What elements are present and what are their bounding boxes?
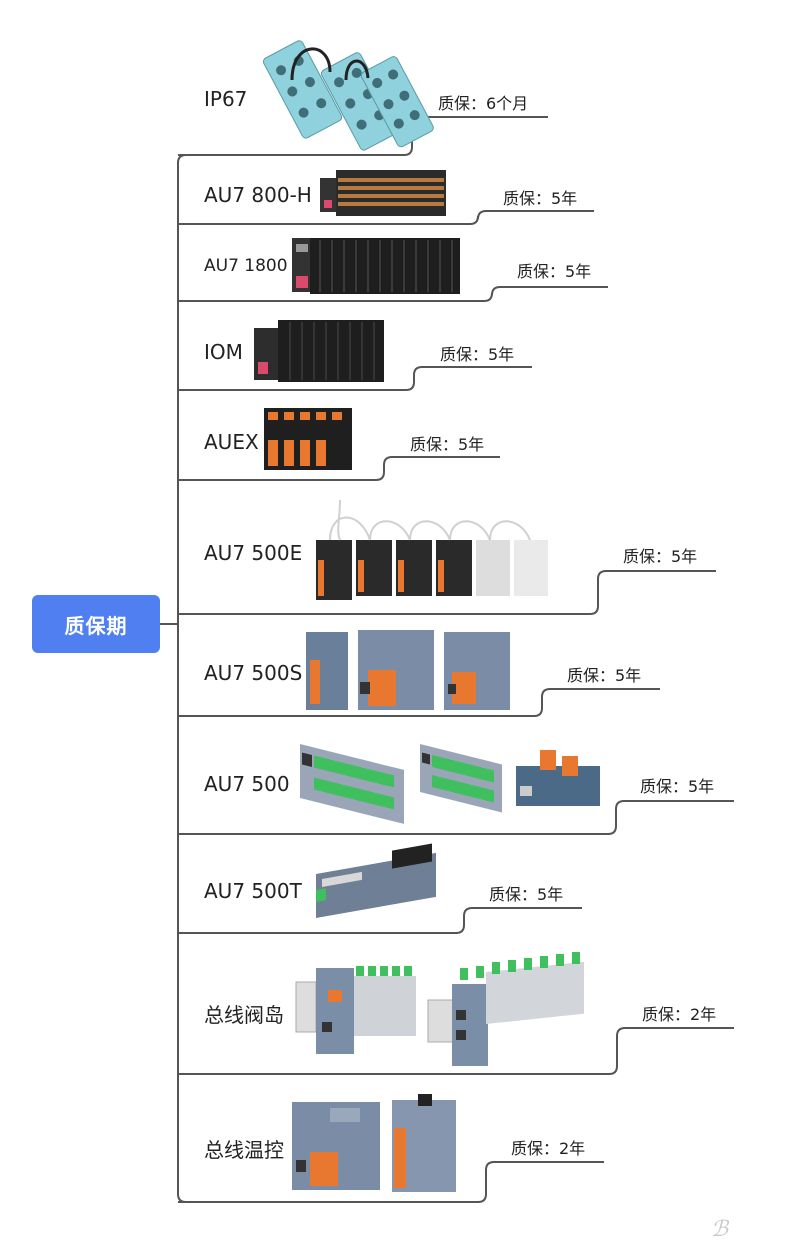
root-node-warranty: 质保期 — [32, 595, 160, 653]
branch-label-au7-500s: AU7 500S — [204, 661, 303, 685]
warranty-note-au7-1800: 质保：5年 — [517, 262, 592, 281]
product-image-iom — [254, 320, 384, 382]
branch-connector-line — [178, 366, 532, 391]
branch-label-au7-500: AU7 500 — [204, 772, 290, 796]
warranty-note-au7-500e: 质保：5年 — [623, 547, 698, 566]
warranty-note-au7-500s: 质保：5年 — [567, 666, 642, 685]
branch-label-au7-1800: AU7 1800 — [204, 256, 288, 276]
branch-label-bus-valve-island: 总线阀岛 — [204, 1003, 284, 1027]
product-image-au7-500e — [316, 499, 548, 600]
product-image-ip67 — [262, 40, 434, 151]
branch-label-au7-800-h: AU7 800-H — [204, 183, 312, 207]
branch-label-au7-500t: AU7 500T — [204, 879, 302, 903]
branch-label-ip67: IP67 — [204, 87, 248, 111]
product-image-au7-500t — [316, 843, 436, 918]
main-spine-line — [177, 154, 187, 1203]
branch-connector-line — [178, 210, 594, 225]
branch-label-bus-temperature-control: 总线温控 — [204, 1138, 284, 1162]
branch-connector-line — [178, 800, 734, 835]
warranty-note-bus-valve-island: 质保：2年 — [642, 1005, 717, 1024]
branch-connector-line — [178, 907, 582, 934]
warranty-note-au7-500: 质保：5年 — [640, 777, 715, 796]
branch-connector-line — [178, 570, 716, 615]
root-label: 质保期 — [64, 613, 128, 638]
branch-connector-line — [178, 1161, 604, 1203]
product-image-bus-temperature-control — [292, 1094, 456, 1192]
warranty-note-bus-temperature-control: 质保：2年 — [511, 1139, 586, 1158]
branch-connector-line — [178, 688, 660, 717]
branch-label-auex: AUEX — [204, 430, 259, 454]
warranty-note-au7-800-h: 质保：5年 — [503, 189, 578, 208]
watermark-logo: ℬ — [710, 1217, 728, 1242]
branch-connector-line — [178, 286, 608, 302]
branch-label-au7-500e: AU7 500E — [204, 541, 303, 565]
product-image-au7-1800 — [292, 238, 460, 294]
product-image-auex — [264, 408, 352, 470]
product-image-au7-500s — [306, 630, 510, 710]
branch-label-iom: IOM — [204, 340, 243, 364]
warranty-note-au7-500t: 质保：5年 — [489, 885, 564, 904]
product-image-au7-500 — [300, 744, 600, 824]
product-image-au7-800-h — [320, 170, 446, 216]
warranty-note-iom: 质保：5年 — [440, 345, 515, 364]
product-image-bus-valve-island — [295, 952, 584, 1066]
branch-connector-line — [178, 456, 500, 481]
branch-connector-line — [178, 1027, 734, 1075]
warranty-note-auex: 质保：5年 — [410, 435, 485, 454]
warranty-note-ip67: 质保：6个月 — [438, 94, 529, 113]
